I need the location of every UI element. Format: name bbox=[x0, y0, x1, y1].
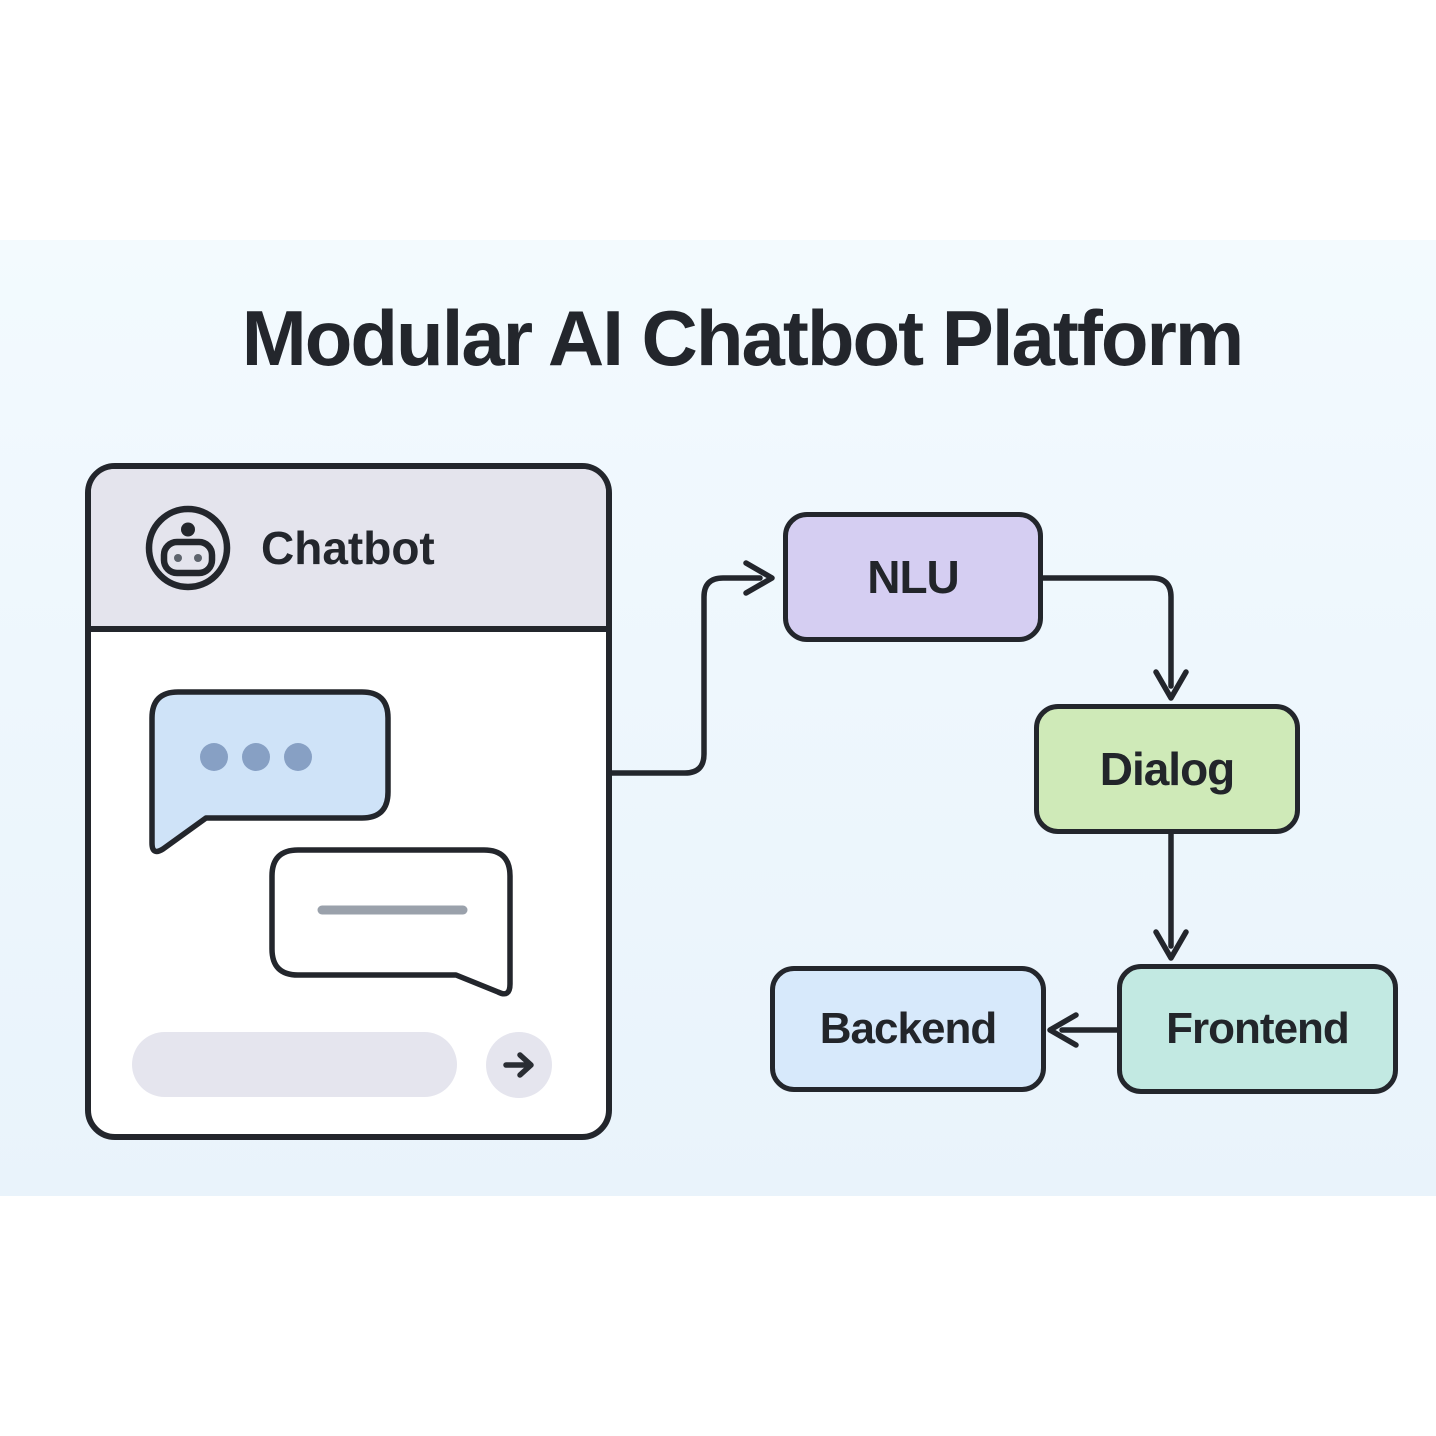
flow-node-label: Frontend bbox=[1166, 1004, 1350, 1053]
send-button[interactable] bbox=[486, 1032, 552, 1098]
flow-node-dialog: Dialog bbox=[1034, 704, 1300, 834]
flow-node-nlu: NLU bbox=[783, 512, 1043, 642]
flow-node-label: Dialog bbox=[1099, 743, 1236, 795]
page-title: Modular AI Chatbot Platform bbox=[241, 294, 1244, 382]
chatbot-header-label: Chatbot bbox=[261, 521, 435, 574]
flow-node-backend: Backend bbox=[770, 966, 1046, 1092]
robot-icon bbox=[145, 505, 231, 590]
arrow-right-icon bbox=[503, 1052, 534, 1078]
flow-node-frontend: Frontend bbox=[1117, 964, 1398, 1094]
flow-node-label: NLU bbox=[867, 551, 960, 603]
flow-node-label: Backend bbox=[819, 1004, 997, 1053]
message-input[interactable] bbox=[132, 1032, 457, 1097]
chatbot-header: Chatbot bbox=[91, 469, 606, 632]
